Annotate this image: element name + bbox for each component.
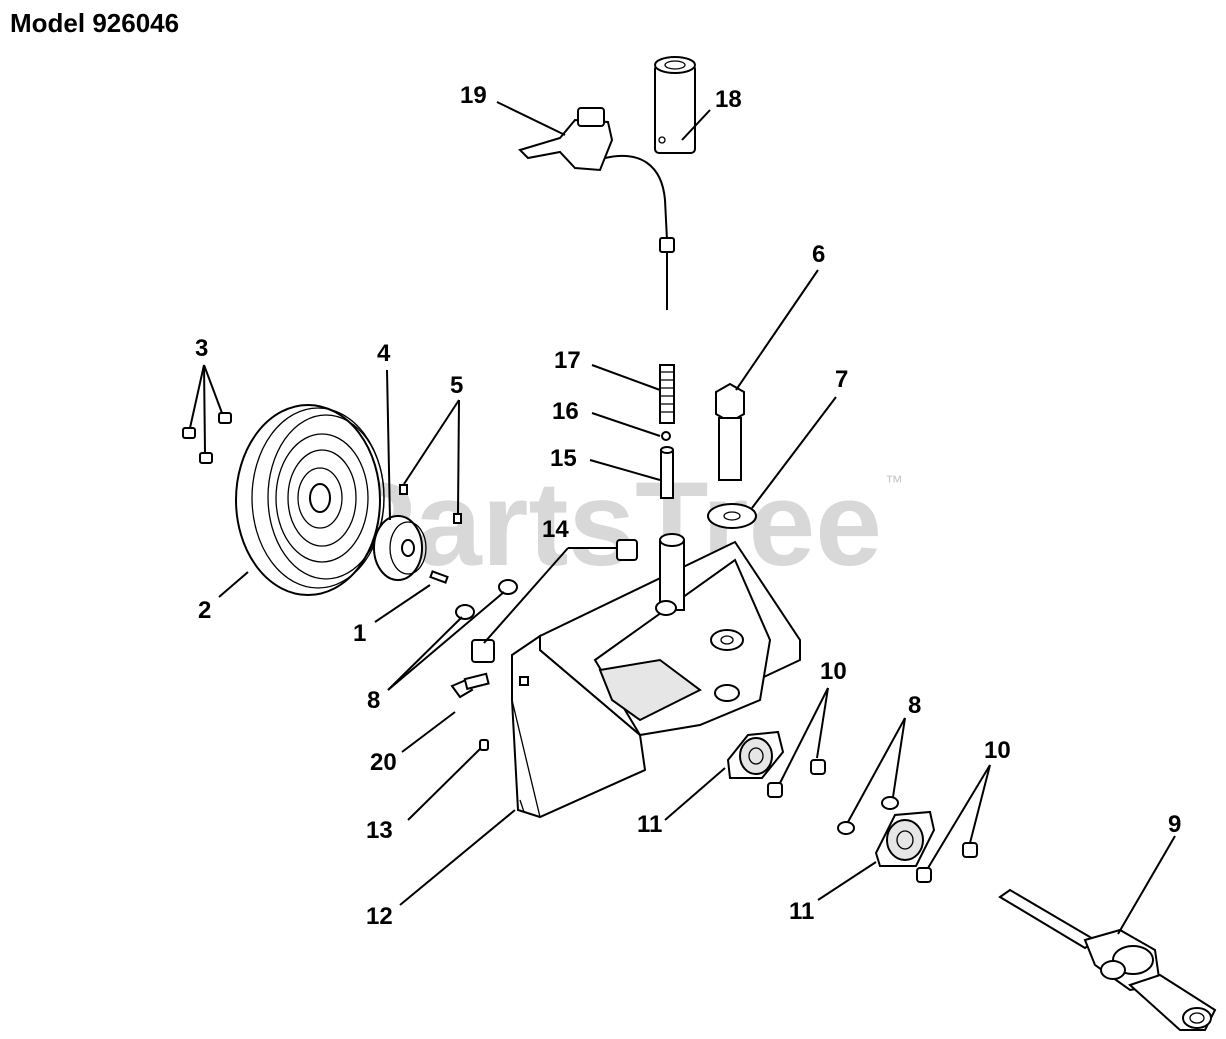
part-10-bolts-center[interactable] bbox=[767, 759, 826, 798]
part-12-bracket[interactable] bbox=[511, 540, 801, 819]
model-title: Model 926046 bbox=[10, 8, 180, 38]
callout-7: 7 bbox=[835, 366, 848, 393]
callout-17: 17 bbox=[554, 347, 581, 374]
part-20-bolt[interactable] bbox=[450, 672, 490, 699]
part-9-u-joint-shaft[interactable] bbox=[998, 888, 1217, 1031]
part-19-control-lever[interactable] bbox=[518, 107, 675, 310]
part-10-bolts-right[interactable] bbox=[916, 842, 978, 883]
pivot-post[interactable] bbox=[655, 533, 685, 616]
callout-20: 20 bbox=[370, 749, 397, 776]
leader-lines bbox=[189, 101, 1176, 935]
part-7-washer[interactable] bbox=[707, 503, 757, 529]
callout-labels: 1 2 3 4 5 6 7 8 8 9 10 10 11 11 12 13 14… bbox=[195, 82, 1181, 930]
callout-8-lower: 8 bbox=[908, 692, 921, 719]
callout-10-center: 10 bbox=[820, 658, 847, 685]
callout-16: 16 bbox=[552, 398, 579, 425]
part-5-set-screws[interactable] bbox=[399, 484, 462, 524]
part-3-bolts[interactable] bbox=[182, 412, 232, 464]
part-8-nuts[interactable] bbox=[455, 579, 518, 620]
part-6-bolt[interactable] bbox=[715, 382, 745, 481]
callout-14: 14 bbox=[542, 516, 569, 543]
callout-18: 18 bbox=[715, 86, 742, 113]
watermark-tm: ™ bbox=[885, 472, 903, 492]
callout-11-right: 11 bbox=[789, 898, 814, 925]
callout-19: 19 bbox=[460, 82, 487, 109]
part-11-bearing-right[interactable] bbox=[874, 810, 936, 867]
part-18-sleeve[interactable] bbox=[654, 56, 696, 154]
part-15-pin[interactable] bbox=[660, 446, 674, 499]
part-11-bearing-left[interactable] bbox=[726, 730, 785, 779]
part-17-spring[interactable] bbox=[659, 364, 675, 424]
part-16-ball[interactable] bbox=[661, 431, 671, 441]
callout-1: 1 bbox=[353, 620, 366, 647]
callout-13: 13 bbox=[366, 817, 393, 844]
callout-4: 4 bbox=[377, 340, 391, 367]
callout-8-upper: 8 bbox=[367, 687, 380, 714]
callout-12: 12 bbox=[366, 903, 393, 930]
callout-15: 15 bbox=[550, 445, 577, 472]
callout-6: 6 bbox=[812, 241, 825, 268]
watermark-text: PartsTree bbox=[335, 457, 882, 591]
part-4-hub[interactable] bbox=[373, 515, 427, 581]
callout-5: 5 bbox=[450, 372, 463, 399]
callout-9: 9 bbox=[1168, 811, 1181, 838]
part-8-nuts-lower[interactable] bbox=[837, 796, 899, 835]
part-1-key[interactable] bbox=[429, 570, 449, 584]
part-14-clip-nuts[interactable] bbox=[471, 539, 638, 663]
part-2-pulley[interactable] bbox=[235, 404, 385, 596]
callout-10-right: 10 bbox=[984, 737, 1011, 764]
callout-2: 2 bbox=[198, 597, 211, 624]
part-13-screw[interactable] bbox=[479, 739, 489, 751]
callout-3: 3 bbox=[195, 335, 208, 362]
callout-11-left: 11 bbox=[637, 811, 662, 838]
